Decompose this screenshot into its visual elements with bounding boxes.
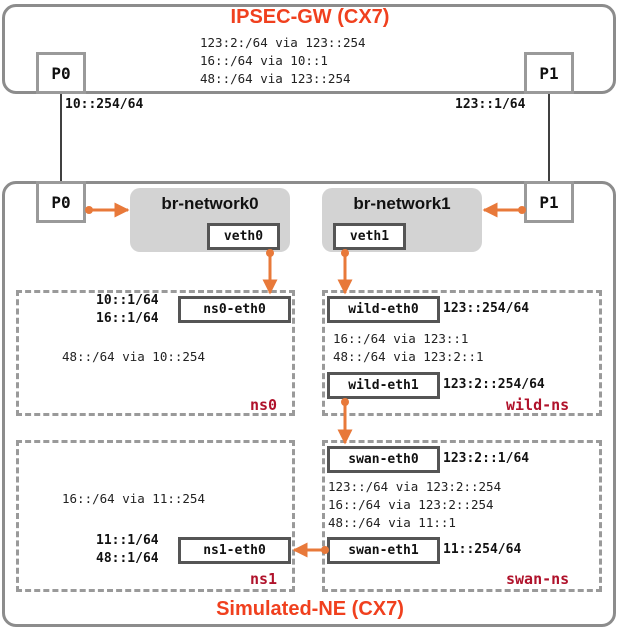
gw-p1-address: 123::1/64 [455, 97, 526, 112]
gw-p0-address: 10::254/64 [65, 97, 144, 112]
swan-route-3: 48::/64 via 11::1 [328, 515, 456, 530]
bridge-network1: br-network1 [322, 188, 482, 252]
ns1-namespace [16, 440, 295, 592]
bridge-network1-title: br-network1 [353, 194, 451, 213]
gw-port-p1: P1 [524, 52, 574, 94]
ns0-namespace [16, 290, 295, 416]
veth1-iface: veth1 [333, 223, 406, 250]
simulated-ne-title: Simulated-NE (CX7) [216, 598, 404, 620]
gw-route-1: 123:2:/64 via 123::254 [200, 35, 366, 50]
gw-route-3: 48::/64 via 123::254 [200, 71, 351, 86]
ns0-eth0-iface: ns0-eth0 [178, 296, 291, 323]
swan-eth0-address: 123:2::1/64 [443, 451, 530, 466]
gw-route-2: 16::/64 via 10::1 [200, 53, 328, 68]
swan-ns-label: swan-ns [506, 570, 570, 588]
swan-eth0-iface: swan-eth0 [327, 446, 440, 473]
swan-route-2: 16::/64 via 123:2::254 [328, 497, 494, 512]
ns0-address-2: 16::1/64 [96, 311, 159, 326]
ipsec-gw-box [2, 4, 616, 94]
swan-eth1-address: 11::254/64 [443, 542, 522, 557]
wild-eth0-address: 123::254/64 [443, 301, 530, 316]
wild-ns-label: wild-ns [506, 396, 570, 414]
wild-eth1-iface: wild-eth1 [327, 372, 440, 399]
ns1-eth0-iface: ns1-eth0 [178, 537, 291, 564]
swan-route-1: 123::/64 via 123:2::254 [328, 479, 502, 494]
wild-eth1-address: 123:2::254/64 [443, 377, 545, 392]
ns1-route: 16::/64 via 11::254 [62, 491, 205, 506]
ne-port-p1: P1 [524, 181, 574, 223]
veth0-iface: veth0 [207, 223, 280, 250]
wild-eth0-iface: wild-eth0 [327, 296, 440, 323]
swan-ns-namespace [322, 440, 602, 592]
ns0-label: ns0 [250, 396, 278, 414]
ns1-address-2: 48::1/64 [96, 551, 159, 566]
bridge-network0-title: br-network0 [161, 194, 259, 213]
wild-route-2: 48::/64 via 123:2::1 [333, 349, 484, 364]
simulated-ne-box [2, 181, 616, 627]
ns0-route: 48::/64 via 10::254 [62, 349, 205, 364]
swan-eth1-iface: swan-eth1 [327, 537, 440, 564]
ipsec-gw-title: IPSEC-GW (CX7) [230, 6, 390, 28]
ne-port-p0: P0 [36, 181, 86, 223]
gw-port-p0: P0 [36, 52, 86, 94]
wild-ns-namespace [322, 290, 602, 416]
ns0-address-1: 10::1/64 [96, 293, 159, 308]
wild-route-1: 16::/64 via 123::1 [333, 331, 469, 346]
ns1-label: ns1 [250, 570, 278, 588]
ns1-address-1: 11::1/64 [96, 533, 159, 548]
